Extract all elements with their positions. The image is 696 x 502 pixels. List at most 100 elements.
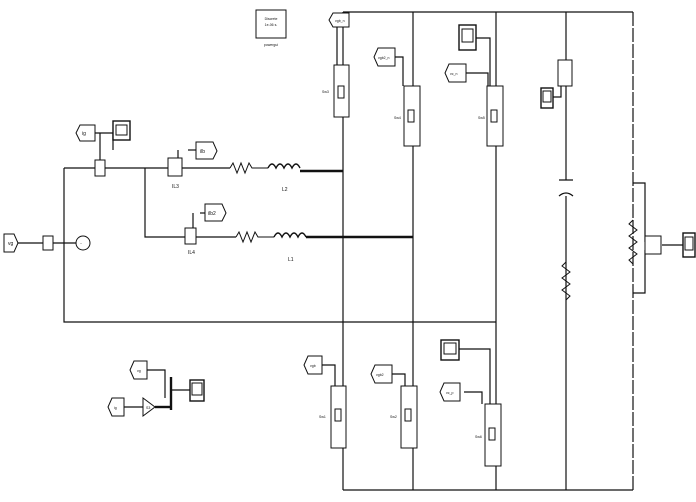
- sw1-mosfet-symbol: [334, 408, 342, 422]
- wires: [18, 11, 683, 491]
- vg-tag-label: vg: [8, 241, 14, 247]
- sw5-scope[interactable]: [458, 24, 477, 51]
- cap-scope[interactable]: [540, 87, 554, 109]
- il4-label: IL4: [188, 250, 195, 256]
- ig-scope-screen: [115, 124, 128, 136]
- sw6-label: Sw6: [475, 435, 482, 439]
- il3-current-meas[interactable]: [167, 157, 183, 177]
- vc-n-tag-shape[interactable]: [444, 63, 467, 83]
- ig-scope[interactable]: [112, 120, 131, 141]
- ilb-tag[interactable]: ilb: [195, 141, 218, 160]
- vg-voltage-meas[interactable]: [42, 235, 54, 251]
- r1-resistor[interactable]: [235, 230, 274, 244]
- l1-inductor[interactable]: [273, 232, 307, 239]
- vc-p-tag[interactable]: vc_p: [439, 382, 461, 402]
- power-scope-screen: [191, 382, 203, 396]
- vg-low-tag[interactable]: vg: [129, 360, 148, 380]
- product-block[interactable]: S3: [142, 397, 156, 417]
- sw1-switch[interactable]: Sw1: [319, 385, 347, 449]
- ac-source-symbol: ~: [80, 242, 82, 246]
- load-resistor[interactable]: [561, 261, 571, 301]
- ig-low-tag[interactable]: ig: [107, 397, 125, 417]
- sw6-switch[interactable]: Sw6: [475, 403, 502, 467]
- ilb-tag-shape[interactable]: [195, 141, 218, 160]
- vc-n-tag[interactable]: vc_n: [444, 63, 467, 83]
- output-voltage-meas[interactable]: [644, 235, 662, 255]
- sw5-label: Sw5: [478, 116, 485, 120]
- vg-tag[interactable]: vg: [3, 233, 19, 253]
- sw4-switch[interactable]: Sw4: [394, 85, 421, 147]
- sw2-mosfet-symbol: [404, 408, 412, 422]
- product-shape[interactable]: [142, 397, 156, 417]
- ilb-tag-label: ilb: [200, 149, 205, 155]
- vgb-tag[interactable]: vgb: [303, 355, 323, 375]
- vgb2-n-tag-shape[interactable]: [373, 47, 396, 67]
- vgb-n-tag-label: vgb_n: [335, 19, 345, 23]
- sw3-label: Sw3: [322, 90, 329, 94]
- vgb2-tag-shape[interactable]: [370, 364, 393, 384]
- sw6-gate-wire: [464, 391, 483, 404]
- l2-label: L2: [282, 187, 288, 193]
- sw6-scope-screen: [443, 342, 457, 355]
- ilb2-tag[interactable]: ilb2: [204, 203, 227, 222]
- sw1-gate-wire: [322, 364, 336, 386]
- sw2-label: Sw2: [390, 415, 397, 419]
- sw3-mosfet-symbol: [337, 85, 345, 99]
- cap-scope-screen: [542, 90, 552, 103]
- ilb2-tag-shape[interactable]: [204, 203, 227, 222]
- power-scope[interactable]: [189, 379, 205, 402]
- powergui-line2: 1e-06 s.: [265, 23, 278, 27]
- sw5-switch[interactable]: Sw5: [478, 85, 504, 147]
- ig-wire: [95, 132, 114, 150]
- cap-monitor-wire: [552, 85, 562, 98]
- right-resistor[interactable]: [628, 219, 638, 265]
- ig-low-tag-label: ig: [114, 406, 117, 410]
- vc-p-tag-label: vc_p: [446, 391, 453, 395]
- vgb2-n-tag[interactable]: vgb2_n: [373, 47, 396, 67]
- sw5-mosfet-symbol: [490, 109, 498, 123]
- vc-p-tag-shape[interactable]: [439, 382, 461, 402]
- vgb-n-tag[interactable]: vgb_n: [328, 12, 350, 28]
- ac-voltage-source[interactable]: [75, 235, 91, 251]
- ig-tag[interactable]: ig: [75, 124, 96, 142]
- sw2-switch[interactable]: Sw2: [390, 385, 418, 449]
- sw6-scope[interactable]: [440, 339, 460, 361]
- product-label: S3: [146, 406, 150, 410]
- output-scope[interactable]: [682, 232, 696, 258]
- l2-inductor[interactable]: [267, 163, 301, 170]
- sw4-gate-wire: [395, 56, 404, 86]
- ig-current-meas[interactable]: [94, 159, 106, 177]
- vgb-n-tag-shape[interactable]: [328, 12, 350, 28]
- return-wire: [63, 168, 496, 323]
- sw1-label: Sw1: [319, 415, 326, 419]
- il4-current-meas[interactable]: [184, 227, 197, 245]
- il3-label: IL3: [172, 184, 179, 190]
- ig-low-tag-shape[interactable]: [107, 397, 125, 417]
- vmeas-bottom-wire: [633, 250, 646, 294]
- powergui-block[interactable]: Discrete 1e-06 s. powergui: [255, 9, 287, 47]
- vg-low-tag-shape[interactable]: [129, 360, 148, 380]
- ig-tag-shape[interactable]: [75, 124, 96, 142]
- output-capacitor[interactable]: [558, 179, 574, 197]
- vmeas-top-wire: [633, 182, 646, 242]
- sw5-scope-wire: [476, 37, 491, 86]
- sw4-label: Sw4: [394, 116, 401, 120]
- sw4-mosfet-symbol: [407, 109, 415, 123]
- sw5-scope-screen: [461, 28, 474, 43]
- vgb-tag-label: vgb: [310, 364, 316, 368]
- sw3-switch[interactable]: Sw3: [322, 64, 350, 118]
- sw6-mosfet-symbol: [488, 427, 496, 441]
- powergui-caption: powergui: [264, 43, 278, 47]
- vgb-tag-shape[interactable]: [303, 355, 323, 375]
- vg-tag-shape[interactable]: [3, 233, 19, 253]
- r2-resistor[interactable]: [229, 161, 268, 175]
- vgb2-tag[interactable]: vgb2: [370, 364, 393, 384]
- sw5-gate-wire: [466, 72, 489, 86]
- cap-voltage-meas[interactable]: [557, 59, 573, 87]
- vg-low-tag-label: vg: [137, 369, 141, 373]
- powergui-box[interactable]: [255, 9, 287, 39]
- sw2-gate-wire: [392, 373, 406, 386]
- vgb2-tag-label: vgb2: [376, 373, 384, 377]
- branch-down-wire: [144, 168, 185, 238]
